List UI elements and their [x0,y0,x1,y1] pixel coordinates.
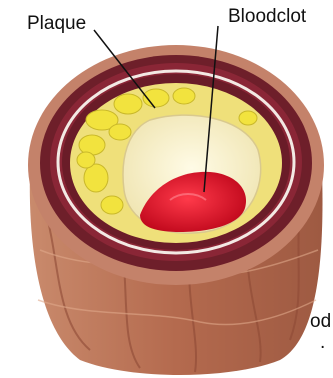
bloodclot-label: Bloodclot [228,7,306,26]
cut-off-label-period: . [320,333,325,352]
plaque-label: Plaque [27,14,86,33]
cut-off-label-fragment: od [310,312,331,331]
